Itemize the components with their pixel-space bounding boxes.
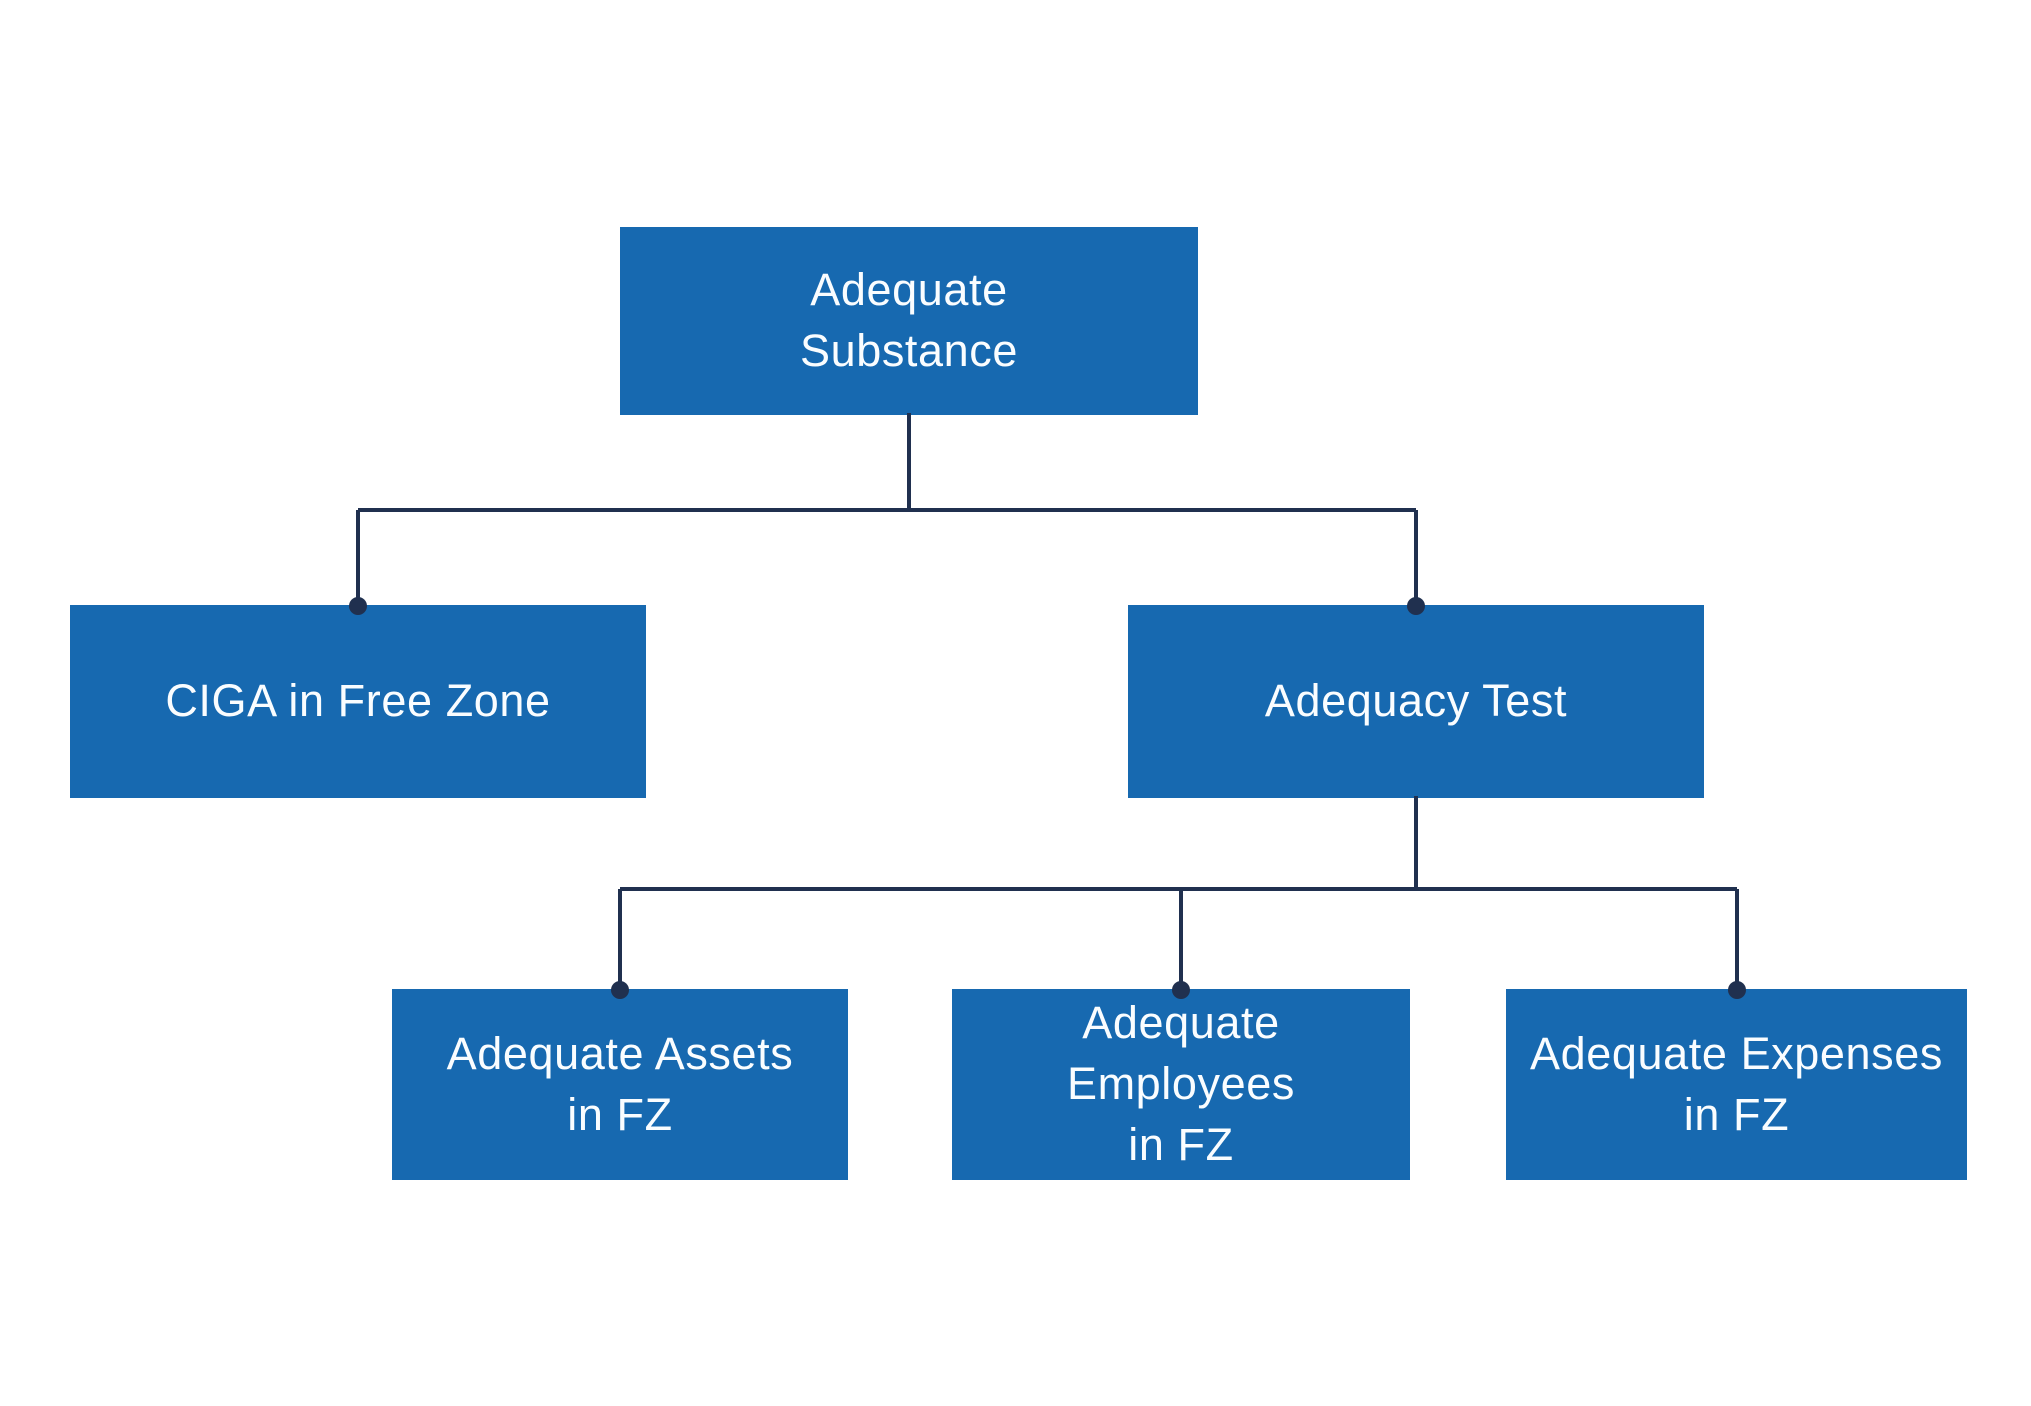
node-label-line: Adequate [1082,997,1280,1049]
node-adequate-expenses: Adequate Expenses in FZ [1506,989,1967,1180]
node-adequate-assets: Adequate Assets in FZ [392,989,848,1180]
node-label-line: Adequacy Test [1264,675,1568,727]
node-label-line: in FZ [1128,1118,1234,1170]
node-adequate-employees: Adequate Employees in FZ [952,989,1410,1180]
node-label-line: in FZ [567,1088,673,1140]
node-ciga-free-zone: CIGA in Free Zone [70,605,646,798]
node-label-line: Substance [799,325,1019,376]
node-adequate-substance: Adequate Substance [620,227,1198,415]
node-label-line: in FZ [1683,1088,1790,1140]
node-label-line: Employees [1066,1058,1295,1110]
node-label-line: Adequate [810,264,1008,316]
node-label-line: Adequate Assets [446,1027,794,1079]
node-label-line: CIGA in Free Zone [165,675,551,727]
node-adequacy-test: Adequacy Test [1128,605,1704,798]
node-label-line: Adequate Expenses [1529,1027,1943,1079]
